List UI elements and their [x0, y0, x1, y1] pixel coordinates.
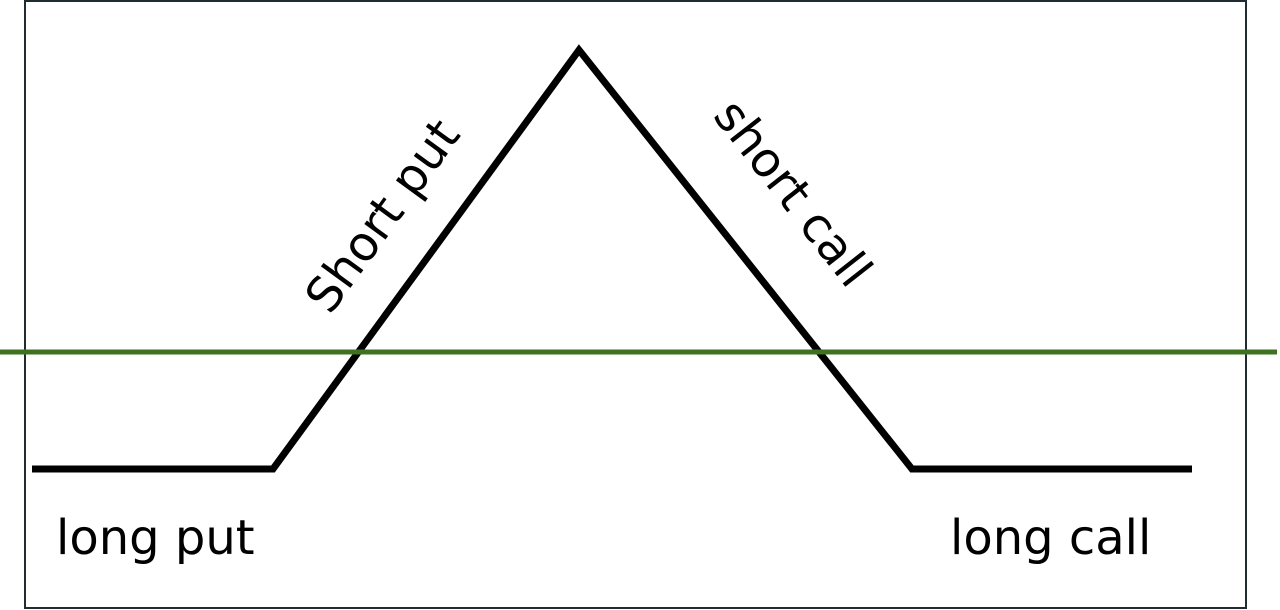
long-put-label: long put: [56, 510, 255, 566]
short-put-label: Short put: [294, 109, 471, 323]
payoff-line: [32, 44, 1192, 473]
diagram-frame: [24, 0, 1247, 609]
short-call-label: short call: [703, 89, 883, 298]
long-call-label: long call: [950, 510, 1151, 566]
